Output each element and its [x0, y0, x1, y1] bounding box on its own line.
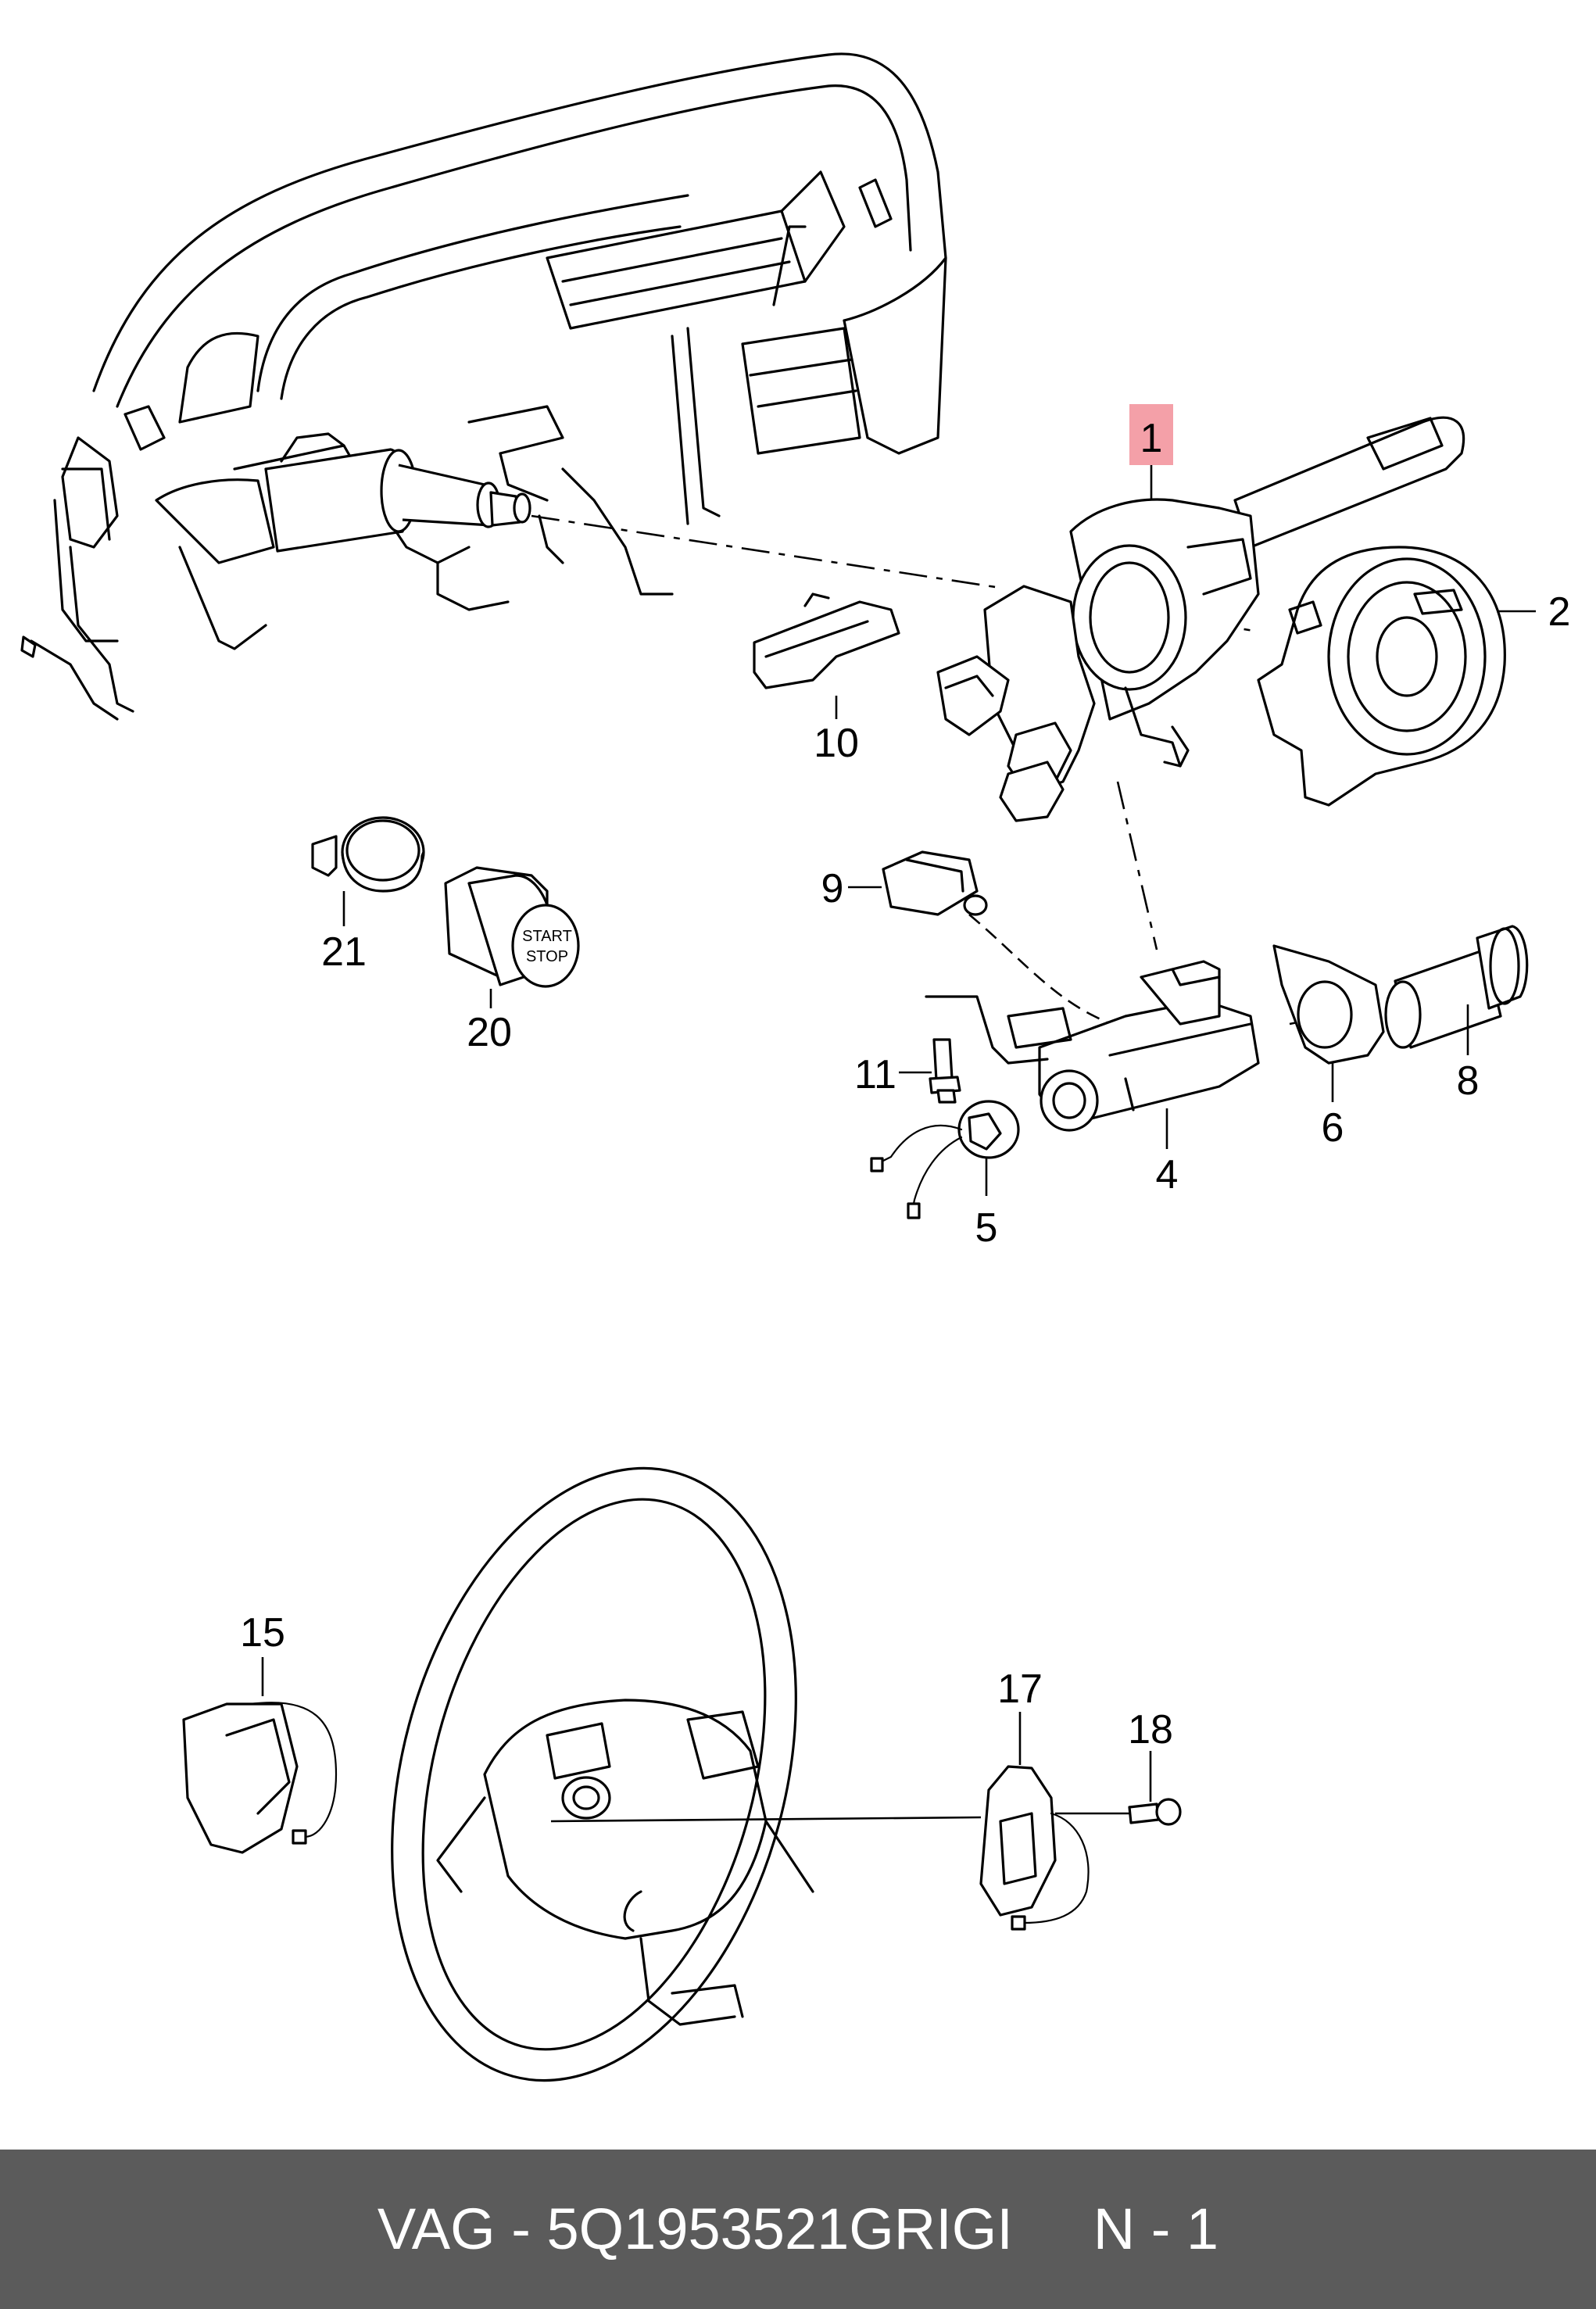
part-8-cylinder-drawing	[1384, 925, 1529, 1049]
clock-spring-drawing	[1257, 546, 1506, 807]
callout-2[interactable]: 2	[1548, 589, 1571, 635]
callout-18[interactable]: 18	[1128, 1707, 1173, 1752]
steering-wheel-drawing	[391, 1466, 814, 2082]
callout-4[interactable]: 4	[1156, 1152, 1179, 1197]
callout-20[interactable]: 20	[467, 1010, 512, 1055]
button-face-start: START	[522, 928, 572, 945]
part-17-drawing	[979, 1765, 1090, 1931]
callout-1-highlight	[1129, 404, 1173, 465]
callout-leaders	[261, 465, 1536, 1802]
assembly-line-column	[531, 514, 1001, 589]
part-10-drawing	[753, 592, 900, 689]
callout-1[interactable]: 1	[1140, 416, 1163, 461]
assembly-line-wheel	[550, 1816, 982, 1823]
part-21-ring-drawing	[311, 816, 425, 893]
part-11-bolt-drawing	[925, 995, 1049, 1104]
button-face-stop: STOP	[526, 948, 568, 965]
part-15-drawing	[182, 1702, 338, 1854]
callout-21[interactable]: 21	[321, 929, 367, 975]
part-9-connector-drawing	[882, 850, 988, 916]
start-stop-button-drawing	[444, 866, 580, 988]
part-6-drawing	[1272, 944, 1385, 1065]
assembly-line-switch	[1116, 781, 1158, 950]
callout-10[interactable]: 10	[814, 721, 859, 766]
part-5-coil-drawing	[870, 1100, 1020, 1219]
footer-bar: VAG - 5Q1953521GRIGI N - 1	[0, 2150, 1596, 2309]
callout-9[interactable]: 9	[821, 866, 844, 911]
callout-17[interactable]: 17	[997, 1666, 1043, 1712]
callout-8[interactable]: 8	[1457, 1058, 1480, 1104]
part-4-lock-housing-drawing	[1007, 960, 1260, 1132]
wire-route-9	[968, 914, 1126, 1033]
part-number-caption: VAG - 5Q1953521GRIGI N - 1	[377, 2196, 1219, 2261]
callout-6[interactable]: 6	[1322, 1105, 1344, 1151]
callout-15[interactable]: 15	[240, 1610, 285, 1656]
callout-11[interactable]: 11	[854, 1052, 896, 1097]
callout-5[interactable]: 5	[975, 1205, 998, 1251]
combination-switch-drawing	[936, 416, 1465, 822]
part-18-screw-drawing	[1128, 1798, 1182, 1826]
dashboard-frame-drawing	[20, 52, 947, 721]
